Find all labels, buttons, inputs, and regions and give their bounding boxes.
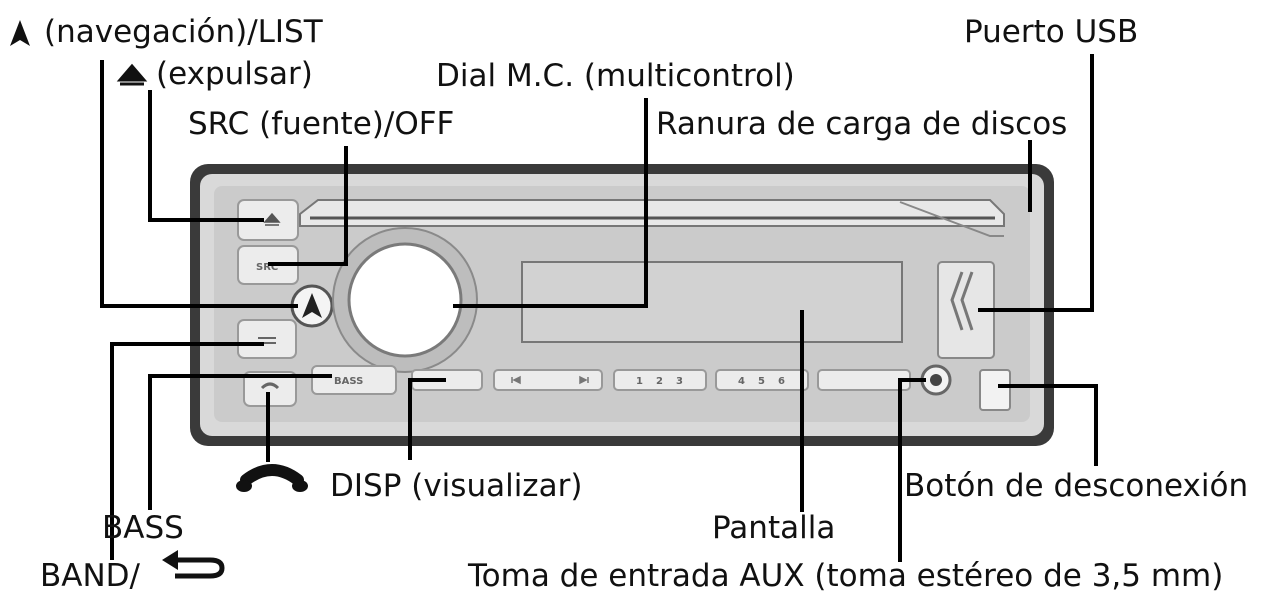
label-aux: Toma de entrada AUX (toma estéreo de 3,5… xyxy=(467,558,1223,594)
extra-buttons[interactable] xyxy=(817,369,911,391)
preset-label-1: 1 xyxy=(636,376,643,387)
label-disp: DISP (visualizar) xyxy=(330,468,582,504)
leader-dial xyxy=(453,98,648,308)
disc-slot xyxy=(299,199,1005,227)
leader-aux xyxy=(898,378,926,562)
label-navegacion: (navegación)/LIST xyxy=(44,14,324,50)
release-button[interactable] xyxy=(979,369,1011,411)
preset-label-4: 4 xyxy=(738,376,745,387)
eject-icon xyxy=(263,212,281,226)
preset-label-5: 5 xyxy=(758,376,765,387)
back-arrow-icon xyxy=(162,550,225,579)
bass-button[interactable] xyxy=(311,365,397,395)
src-button-text: SRC xyxy=(256,262,278,273)
phone-handset-icon xyxy=(236,464,308,492)
leader-src xyxy=(268,146,348,266)
disc-slot-bevel xyxy=(899,201,1004,237)
preset-label-3: 3 xyxy=(676,376,683,387)
navigation-button-icon xyxy=(302,293,322,318)
label-usb: Puerto USB xyxy=(964,14,1138,50)
preset-buttons-4-6[interactable] xyxy=(715,369,809,391)
track-next-icon xyxy=(579,375,589,385)
label-expulsar: (expulsar) xyxy=(156,56,313,92)
bass-button-text: BASS xyxy=(334,376,363,387)
display-screen xyxy=(521,261,903,343)
navigation-arrow-icon xyxy=(10,20,30,46)
leader-bass xyxy=(148,374,332,510)
leader-navegacion xyxy=(100,60,298,308)
eject-label-icon xyxy=(116,63,148,86)
label-bass: BASS xyxy=(102,510,184,546)
preset-label-2: 2 xyxy=(656,376,663,387)
mc-dial[interactable] xyxy=(347,242,463,358)
aux-jack-hole xyxy=(930,374,942,386)
label-desconexion: Botón de desconexión xyxy=(904,468,1248,504)
preset-label-6: 6 xyxy=(778,376,785,387)
preset-buttons-1-3[interactable] xyxy=(613,369,707,391)
track-prev-icon xyxy=(511,375,521,385)
leader-expulsar xyxy=(148,90,264,222)
label-pantalla: Pantalla xyxy=(712,510,835,546)
leader-desconexion xyxy=(998,384,1098,466)
usb-port-icon xyxy=(950,271,974,331)
car-stereo-unit: SRC BASS 1 2 3 4 5 6 xyxy=(190,164,1054,446)
label-src: SRC (fuente)/OFF xyxy=(188,106,454,142)
label-dial: Dial M.C. (multicontrol) xyxy=(436,58,795,94)
callout-labels: (navegación)/LIST (expulsar) SRC (fuente… xyxy=(40,14,1248,594)
phone-button-icon xyxy=(260,382,280,390)
leader-disp xyxy=(408,378,446,460)
label-ranura: Ranura de carga de discos xyxy=(656,106,1067,142)
leader-band xyxy=(110,342,264,560)
label-band: BAND/ xyxy=(40,558,141,594)
leader-lines xyxy=(100,54,1098,562)
track-buttons[interactable] xyxy=(493,369,603,391)
leader-usb xyxy=(978,54,1094,312)
